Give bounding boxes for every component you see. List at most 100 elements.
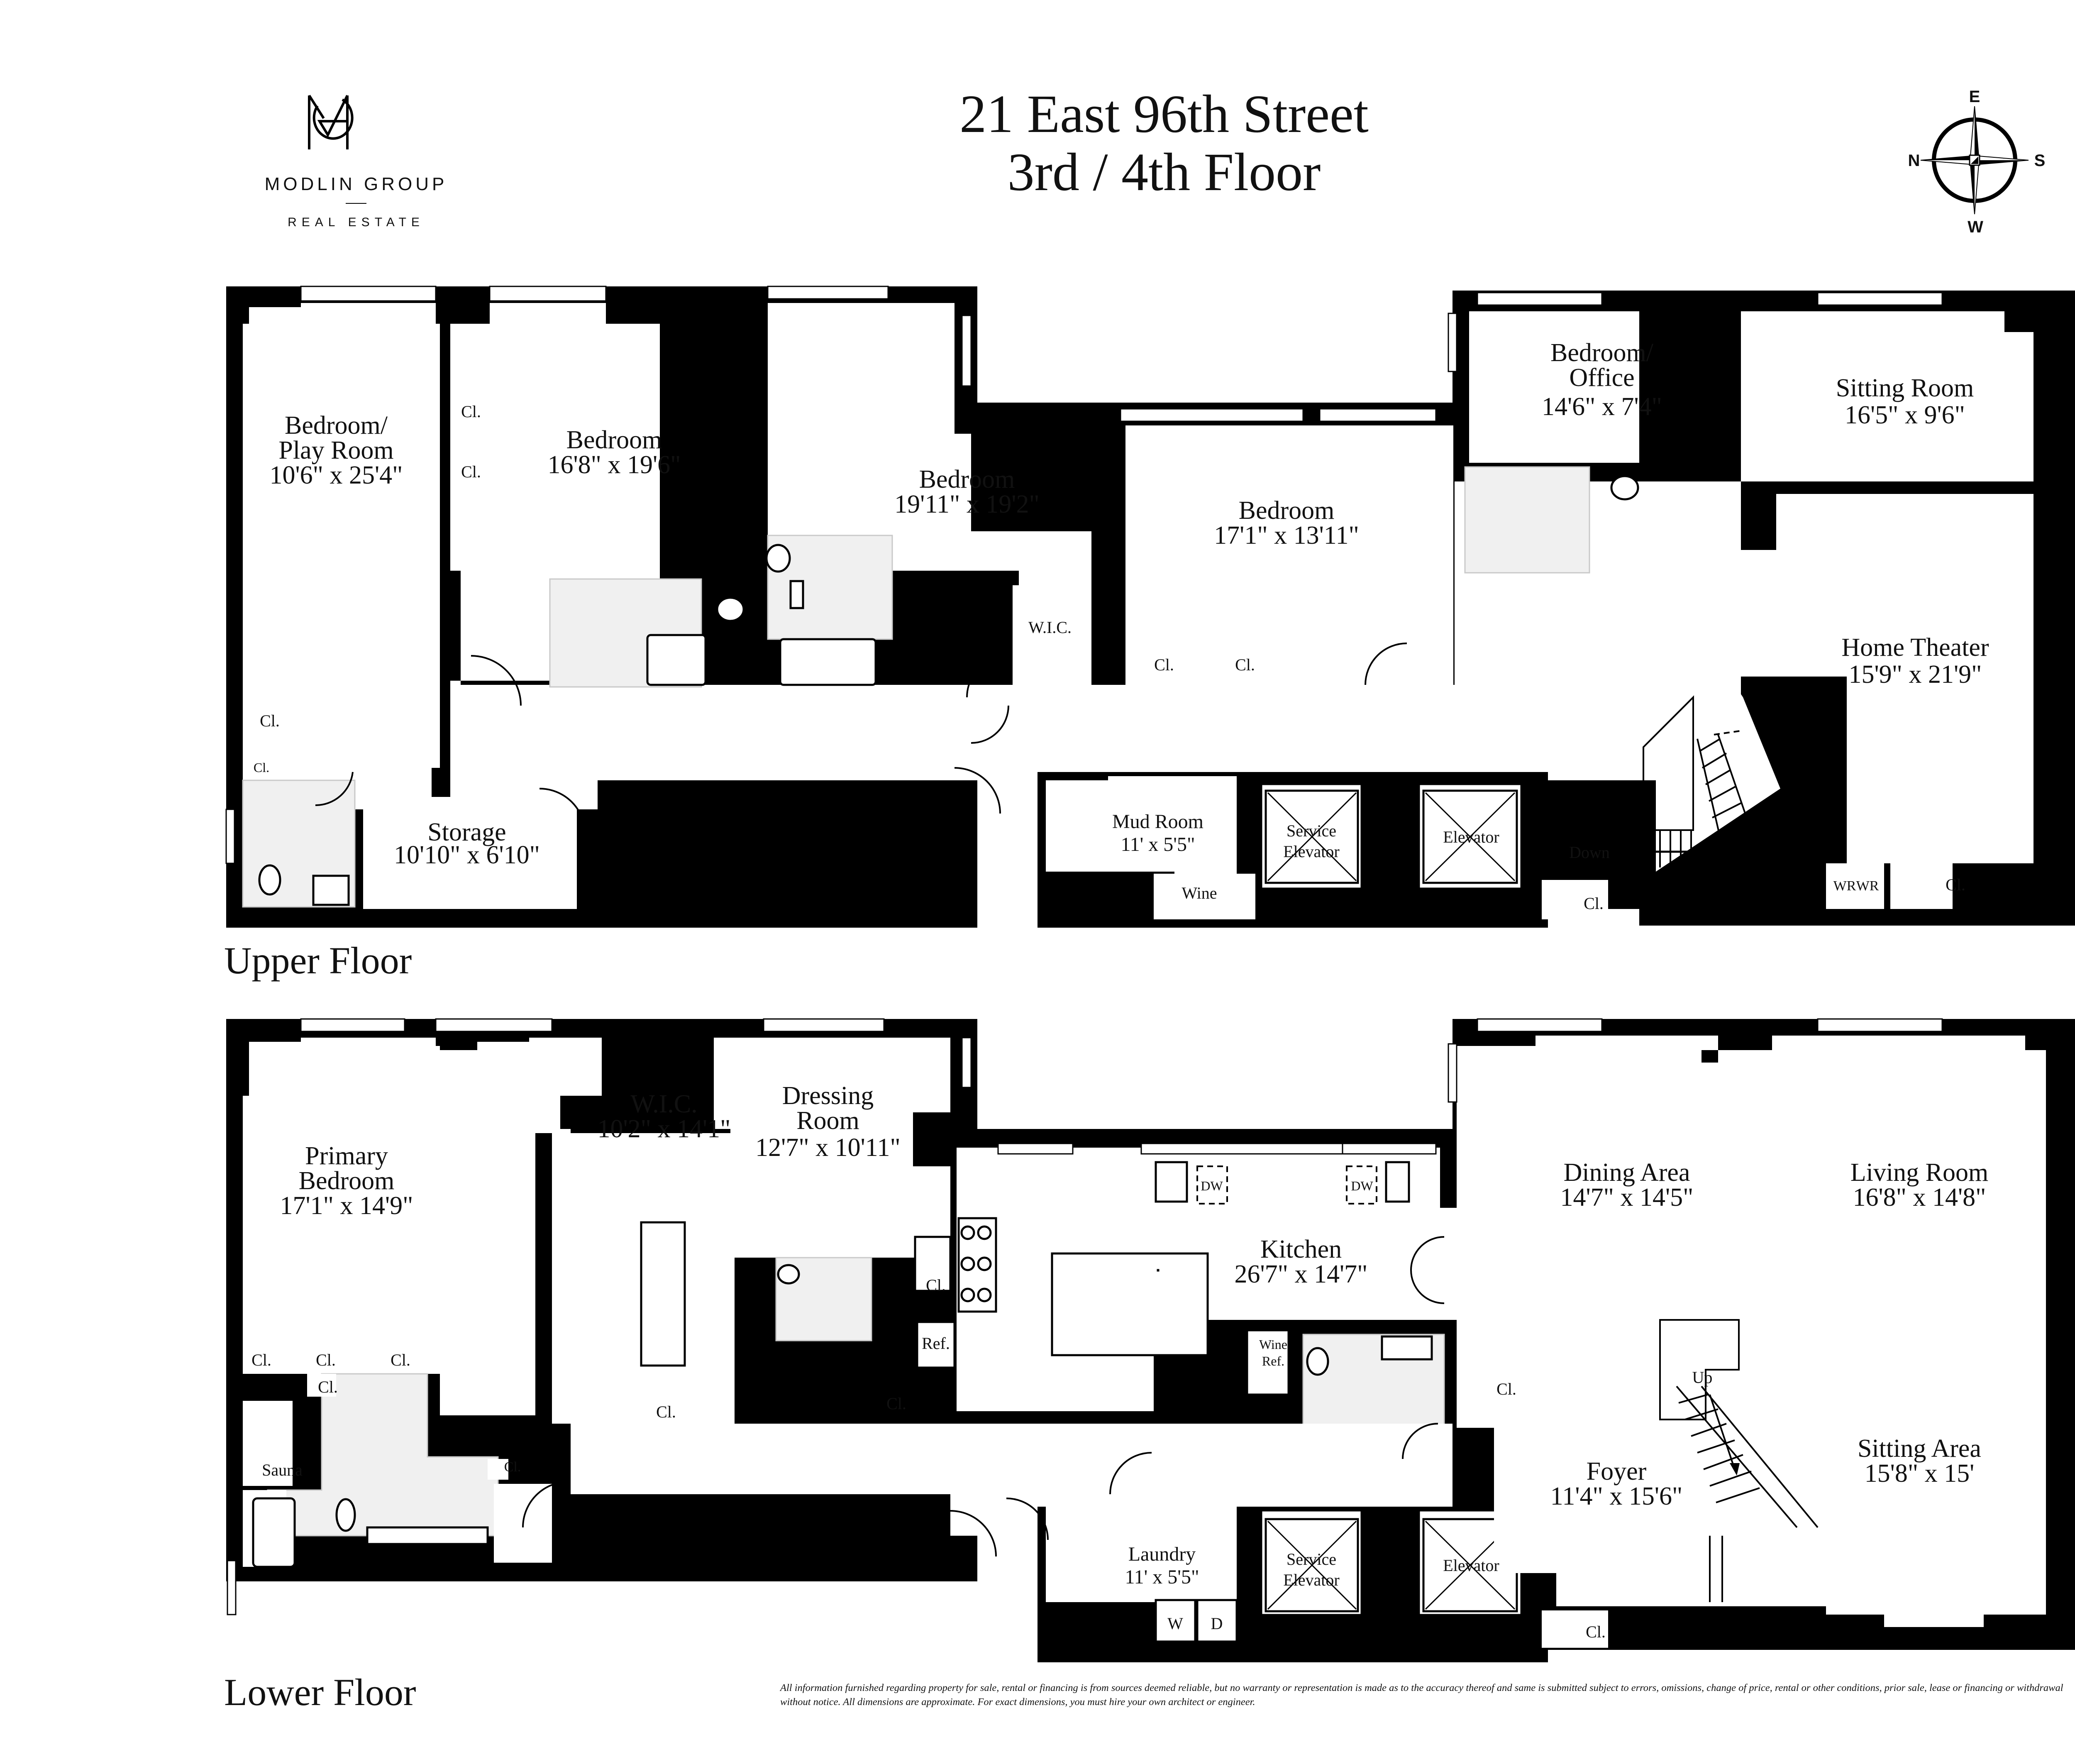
compass-rose-icon (1920, 106, 2029, 215)
wic-label: W.I.C. (1028, 618, 1072, 637)
stair-down-label: Down (1569, 843, 1610, 862)
room-dimensions: 11' x 5'5" (1120, 833, 1195, 855)
closet (914, 1236, 952, 1292)
room-name: Foyer (1587, 1457, 1647, 1485)
room-dimensions: 12'7" x 10'11" (755, 1134, 901, 1162)
brand-subtitle: REAL ESTATE (288, 215, 425, 229)
elevator-label: Elevator (1443, 1556, 1499, 1575)
lower-floor-label: Lower Floor (224, 1671, 416, 1713)
room-dimensions: 14'6" x 7'4" (1542, 393, 1662, 421)
closet-label: Cl. (1584, 894, 1604, 913)
sink-icon (312, 875, 350, 906)
legal-disclaimer: All information furnished regarding prop… (780, 1682, 2063, 1708)
closet-label: Cl. (461, 462, 481, 481)
closet-label: Cl. (391, 1351, 410, 1369)
closet-label: Cl. (1154, 655, 1174, 674)
wine-ref-label: Ref. (1262, 1354, 1284, 1368)
upper-floor-plan: Bedroom/ Play Room 10'6" x 25'4" Bedroom… (224, 286, 2075, 982)
page-title-line1: 21 East 96th Street (959, 84, 1369, 144)
room-dimensions: 11'4" x 15'6" (1550, 1482, 1683, 1510)
room-dimensions: 16'5" x 9'6" (1845, 401, 1965, 429)
toilet-icon (1610, 475, 1639, 501)
room-name: Bedroom/ (285, 411, 388, 440)
toilet-icon (1306, 1347, 1329, 1376)
double-vanity-icon (366, 1526, 489, 1545)
compass-e: E (1969, 88, 1980, 106)
upper-floor-label: Upper Floor (224, 939, 412, 982)
toilet-icon (335, 1498, 356, 1532)
wr-label: WR (1856, 878, 1879, 894)
closet-label: Cl. (1496, 1380, 1516, 1398)
closet-label: Cl. (1946, 875, 1965, 894)
toilet-icon (777, 1264, 800, 1285)
service-elevator-label: Service (1286, 821, 1336, 840)
closet-label: Cl. (316, 1351, 336, 1369)
room-name: Play Room (278, 436, 393, 464)
compass-w: W (1968, 218, 1983, 236)
room-name: Office (1569, 364, 1634, 392)
room-name: Bedroom (566, 426, 662, 454)
sink-icon (789, 580, 804, 609)
wic-island (640, 1221, 686, 1367)
room-name: Bedroom (1239, 496, 1335, 525)
room-dimensions: 17'1" x 13'11" (1214, 521, 1359, 550)
wr-label: WR (1833, 878, 1856, 894)
closet-label: Cl. (504, 1459, 521, 1475)
kitchen-island (1051, 1252, 1209, 1356)
room-dimensions: 11' x 5'5" (1125, 1566, 1199, 1588)
room-name: Storage (427, 818, 506, 846)
room-dimensions: 10'6" x 25'4" (270, 461, 403, 489)
room-name: Dressing (782, 1082, 874, 1110)
room-dimensions: 16'8" x 19'6" (548, 451, 681, 479)
sink-icon (1155, 1161, 1188, 1203)
toilet-icon (765, 544, 791, 573)
wine-label: Wine (1182, 884, 1217, 902)
brand-name: MODLIN GROUP (265, 174, 448, 194)
room-name: Bedroom (299, 1167, 395, 1195)
room-name: W.I.C. (630, 1090, 697, 1118)
refrigerator (916, 1321, 956, 1369)
room-dimensions: 14'7" x 14'5" (1560, 1183, 1694, 1212)
room-name: Living Room (1850, 1158, 1988, 1187)
closet-label: Cl. (260, 711, 280, 730)
room-name: Sitting Area (1858, 1434, 1981, 1463)
room-dimensions: 15'9" x 21'9" (1849, 660, 1982, 689)
toilet-icon (716, 596, 745, 622)
bathtub-icon (646, 634, 707, 686)
sauna-label: Sauna (262, 1461, 303, 1479)
service-elevator-label: Elevator (1283, 842, 1340, 861)
ref-label: Ref. (922, 1334, 950, 1353)
wine-fridge (1246, 1329, 1290, 1396)
closet-label: Cl. (656, 1402, 676, 1421)
room-dimensions: 26'7" x 14'7" (1235, 1260, 1368, 1288)
room-name: Room (796, 1107, 859, 1135)
bathtub-icon (779, 638, 877, 686)
room-name: Mud Room (1112, 811, 1204, 833)
room-name: Kitchen (1260, 1235, 1342, 1263)
closet-label: Cl. (254, 760, 269, 775)
toilet-icon (258, 864, 281, 896)
room-dimensions: 10'10" x 6'10" (394, 841, 540, 869)
closet-label: Cl. (251, 1351, 271, 1369)
compass-n: N (1908, 151, 1920, 170)
stair-arrow-icon (1730, 1463, 1740, 1476)
dishwasher-label: DW (1201, 1178, 1223, 1193)
room-name: Bedroom (919, 465, 1015, 494)
service-elevator-label: Service (1286, 1550, 1336, 1569)
closet-label: Cl. (1586, 1622, 1606, 1641)
washer-icon (1155, 1599, 1196, 1643)
elevator-label: Elevator (1443, 828, 1499, 846)
closet-label: Cl. (926, 1276, 946, 1295)
room-name: Laundry (1128, 1543, 1196, 1565)
dishwasher-label: DW (1351, 1178, 1373, 1193)
room-name: Home Theater (1841, 633, 1989, 662)
room-dimensions: 17'1" x 14'9" (280, 1192, 413, 1220)
wine-ref-label: Wine (1259, 1337, 1287, 1352)
bathtub-icon (252, 1497, 296, 1568)
room-dimensions: 10'2" x 14'1" (598, 1115, 731, 1143)
room-name: Bedroom/ (1550, 339, 1654, 367)
room-name: Dining Area (1564, 1158, 1690, 1187)
room-name: Sitting Room (1836, 374, 1974, 402)
closet-label: Cl. (1235, 655, 1255, 674)
